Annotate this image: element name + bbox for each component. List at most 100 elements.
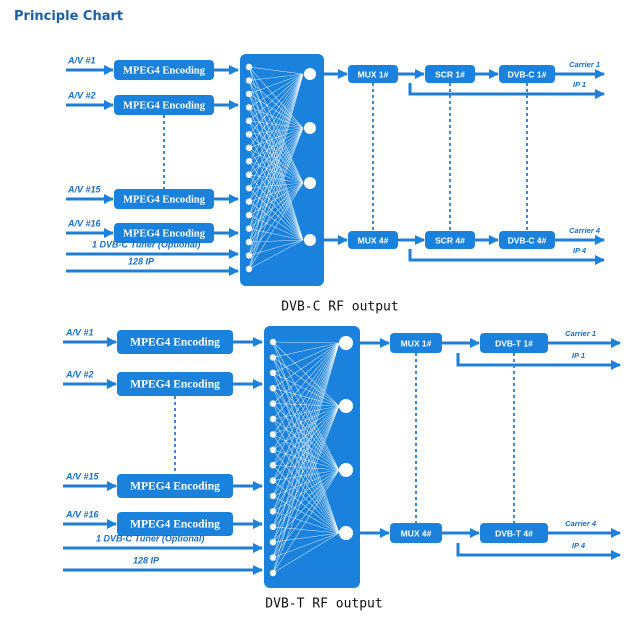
matrix-path: [248, 73, 304, 216]
switch-matrix: [264, 326, 360, 588]
matrix-path: [248, 73, 304, 189]
matrix-output-port: [339, 526, 353, 540]
matrix-path: [248, 73, 304, 270]
matrix-path: [272, 464, 340, 471]
matrix-input-port: [269, 492, 277, 500]
chain-box-label: MUX 1#: [358, 69, 389, 79]
encoder-box-label: MPEG4 Encoding: [123, 65, 206, 76]
matrix-path: [272, 342, 340, 358]
matrix-input-port: [269, 354, 277, 361]
diagram-caption: DVB-T RF output: [265, 597, 382, 612]
input-label: A/V #15: [67, 184, 102, 194]
ip-label: IP 1: [572, 351, 585, 360]
matrix-path: [272, 532, 340, 558]
matrix-path: [248, 182, 304, 256]
chain-box-label: MUX 1#: [401, 338, 432, 348]
matrix-path: [272, 532, 340, 574]
matrix-input-port: [245, 198, 253, 205]
matrix-path: [248, 107, 304, 241]
input-label: A/V #1: [67, 55, 96, 65]
matrix-path: [272, 372, 340, 407]
matrix-path: [272, 342, 340, 512]
ip-connector: [456, 543, 621, 560]
encoder-box-label: MPEG4 Encoding: [130, 337, 220, 349]
matrix-path: [248, 73, 304, 135]
matrix-input-port: [245, 104, 253, 111]
input-label: A/V #2: [65, 369, 94, 379]
matrix-input-port: [245, 63, 253, 71]
matrix-path: [272, 405, 340, 420]
matrix-input-port: [245, 225, 253, 232]
matrix-path: [248, 73, 304, 122]
chain-box-label: DVB-C 1#: [508, 69, 547, 79]
matrix-path: [248, 182, 304, 270]
matrix-path: [248, 73, 304, 243]
chain-box: [499, 65, 555, 83]
matrix-path: [272, 342, 340, 497]
matrix-output-port: [339, 463, 353, 477]
switch-matrix: [240, 54, 324, 286]
matrix-path: [248, 127, 304, 243]
input-label: A/V #15: [65, 471, 100, 481]
matrix-path: [248, 239, 304, 243]
matrix-path: [272, 372, 340, 534]
chain-box-label: SCR 4#: [435, 235, 465, 245]
matrix-path: [272, 342, 340, 574]
matrix-path: [248, 161, 304, 241]
matrix-input-port: [269, 462, 277, 469]
matrix-input-port: [245, 90, 253, 98]
matrix-input-port: [245, 144, 253, 151]
matrix-input-port: [269, 431, 277, 438]
matrix-path: [248, 73, 304, 148]
matrix-path: [248, 127, 304, 229]
matrix-path: [248, 182, 304, 229]
page-title: Principle Chart: [14, 9, 124, 24]
matrix-input-port: [245, 171, 253, 178]
matrix-path: [272, 357, 340, 471]
chain-box-label: SCR 1#: [435, 69, 465, 79]
matrix-path: [272, 469, 340, 558]
encoder-box: [117, 330, 233, 354]
matrix-path: [272, 388, 340, 471]
matrix-path: [272, 434, 340, 534]
matrix-path: [272, 495, 340, 534]
matrix-input-port: [269, 508, 277, 515]
matrix-path: [272, 342, 340, 543]
matrix-input-port: [269, 523, 277, 530]
matrix-path: [248, 73, 304, 229]
encoder-box: [114, 95, 214, 115]
matrix-path: [272, 342, 340, 527]
matrix-path: [248, 73, 304, 256]
matrix-output-port: [339, 336, 353, 350]
matrix-output-port: [304, 177, 316, 189]
chain-box-label: DVB-C 4#: [508, 235, 547, 245]
ip-connector: [408, 249, 605, 265]
matrix-path: [248, 73, 304, 81]
input-label: 1 DVB-C Tuner (Optional): [96, 533, 204, 543]
matrix-path: [248, 182, 304, 243]
chain-box: [425, 231, 475, 249]
matrix-path: [248, 120, 304, 241]
matrix-path: [272, 469, 340, 574]
matrix-output-port: [339, 399, 353, 413]
matrix-path: [272, 342, 340, 420]
chain-box: [390, 523, 442, 543]
matrix-input-port: [245, 117, 253, 125]
matrix-path: [272, 341, 340, 471]
chain-box: [348, 65, 398, 83]
ip-connector: [408, 83, 605, 99]
encoder-box: [117, 372, 233, 396]
ip-label: IP 1: [573, 80, 586, 89]
encoder-box-label: MPEG4 Encoding: [130, 379, 220, 391]
encoder-box-label: MPEG4 Encoding: [123, 194, 206, 205]
matrix-path: [272, 418, 340, 534]
matrix-path: [272, 405, 340, 527]
matrix-path: [272, 388, 340, 534]
matrix-path: [248, 73, 304, 175]
encoder-box-label: MPEG4 Encoding: [130, 481, 220, 493]
matrix-output-port: [304, 122, 316, 134]
matrix-input-port: [245, 252, 253, 259]
matrix-path: [272, 342, 340, 450]
matrix-input-port: [245, 238, 253, 246]
matrix-path: [248, 187, 304, 241]
